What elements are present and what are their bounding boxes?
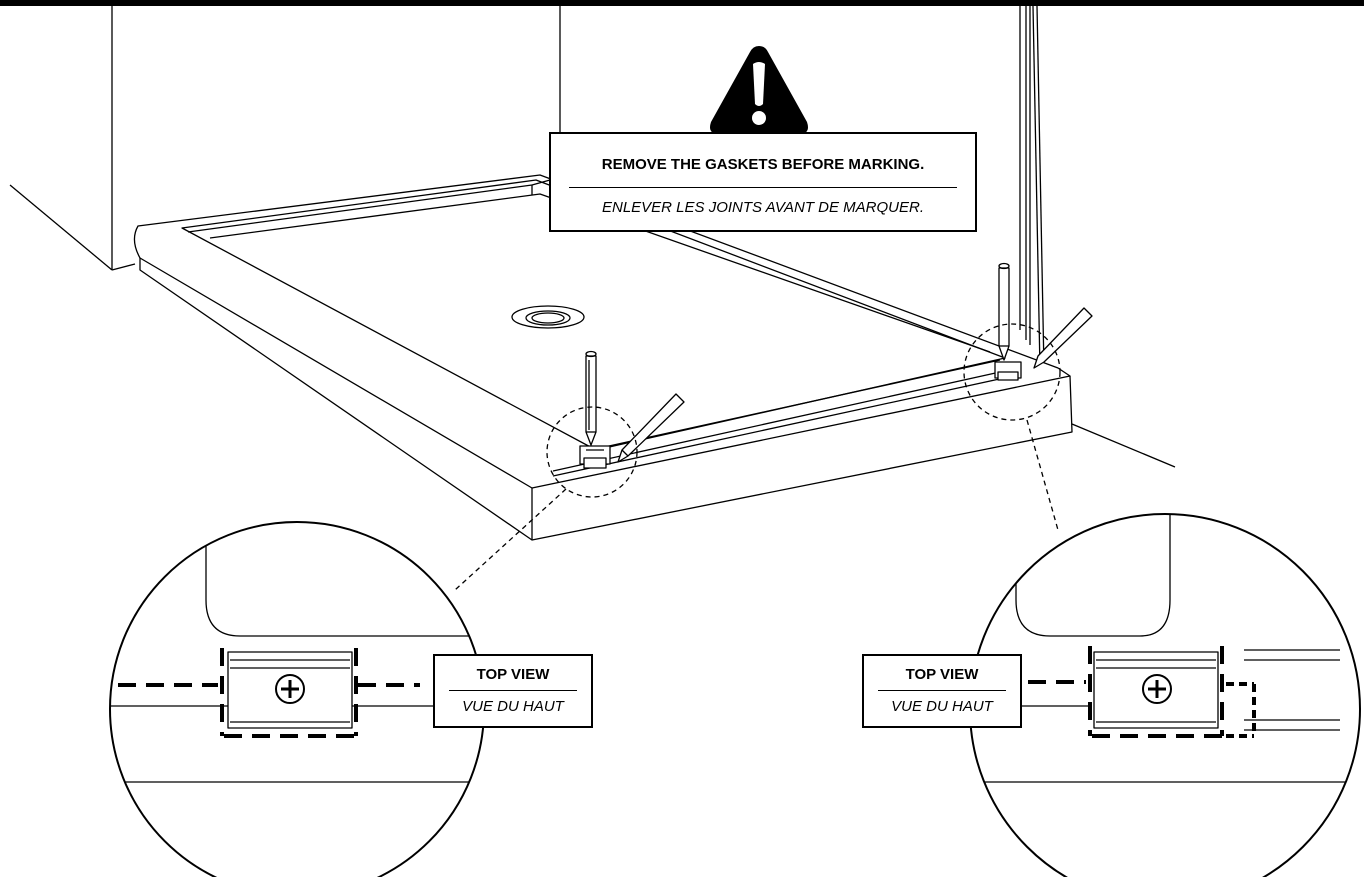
- warning-notice: REMOVE THE GASKETS BEFORE MARKING. ENLEV…: [549, 132, 977, 232]
- top-view-divider: [878, 690, 1006, 691]
- detail-circle-right: [969, 513, 1361, 877]
- back-wall: [9, 6, 561, 271]
- top-view-divider: [449, 690, 577, 691]
- pencil-vertical-left: [585, 350, 597, 446]
- leader-right: [1026, 419, 1059, 531]
- clip-right-small: [994, 361, 1022, 381]
- warning-text-english: REMOVE THE GASKETS BEFORE MARKING.: [601, 156, 925, 173]
- callout-circle-right: [963, 323, 1061, 421]
- top-view-label-right: TOP VIEW VUE DU HAUT: [862, 654, 1022, 728]
- pencil-angled-left: [617, 393, 685, 463]
- callout-circle-left: [546, 406, 638, 498]
- top-view-title: TOP VIEW: [476, 666, 550, 683]
- door-frame: [1019, 5, 1045, 371]
- pencil-vertical-right: [998, 262, 1010, 361]
- top-view-title: TOP VIEW: [905, 666, 979, 683]
- top-view-label-left: TOP VIEW VUE DU HAUT: [433, 654, 593, 728]
- top-view-subtitle: VUE DU HAUT: [891, 698, 993, 715]
- top-border-bar: [0, 0, 1364, 6]
- clip-left-small: [579, 445, 611, 469]
- detail-circle-left: [109, 521, 485, 877]
- pencil-angled-right: [1033, 307, 1093, 369]
- warning-text-french: ENLEVER LES JOINTS AVANT DE MARQUER.: [601, 199, 925, 216]
- shower-base: [133, 174, 1176, 541]
- top-view-subtitle: VUE DU HAUT: [462, 698, 564, 715]
- drain: [511, 305, 585, 329]
- warning-divider: [569, 187, 957, 188]
- leader-left: [454, 488, 567, 591]
- warning-triangle-icon: [710, 46, 808, 134]
